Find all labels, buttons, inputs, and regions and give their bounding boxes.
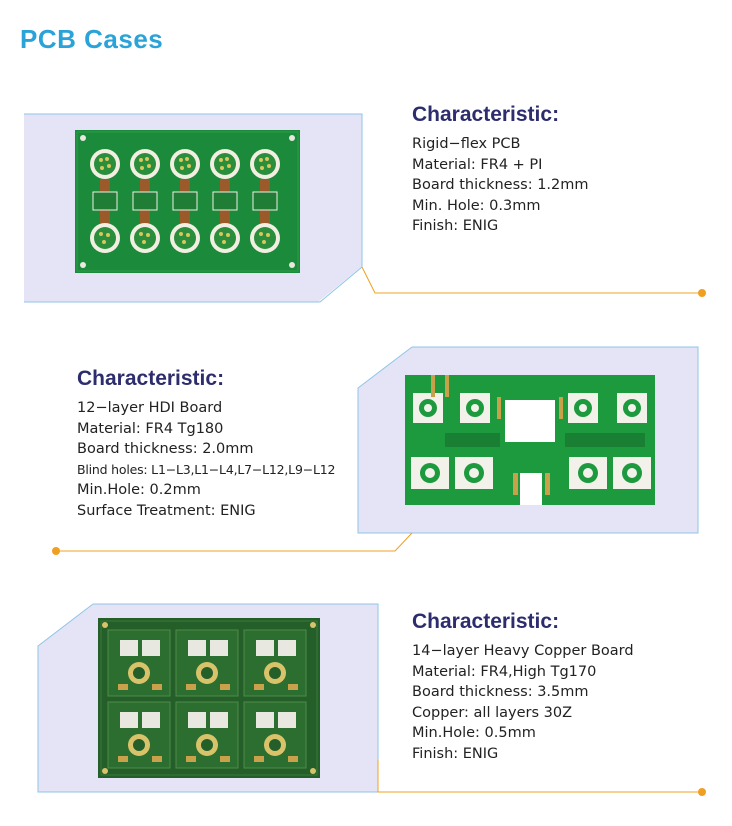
heavy-copper-board-photo <box>98 618 320 778</box>
case-3-spec: Finish: ENIG <box>412 745 499 762</box>
case-3-heading: Characteristic: <box>412 610 560 633</box>
case-2-spec: Board thickness: 2.0mm <box>77 441 254 457</box>
case-1-spec: Min. Hole: 0.3mm <box>412 197 541 214</box>
case-1-spec: Finish: ENIG <box>412 218 499 234</box>
case-1-heading: Characteristic: <box>412 103 560 126</box>
page-title: PCB Cases <box>20 24 164 54</box>
case-1-spec-list: Rigid−flex PCB Material: FR4 + PI Board … <box>412 134 589 237</box>
case-2-spec: 12−layer HDI Board <box>77 400 223 416</box>
case-3-spec: Min.Hole: 0.5mm <box>412 725 536 741</box>
rigid-flex-pcb-photo <box>75 130 300 273</box>
case-3-spec-list: 14−layer Heavy Copper Board Material: FR… <box>412 641 634 764</box>
case-3-spec: Material: FR4,High Tg170 <box>412 663 597 680</box>
case-3-spec: 14−layer Heavy Copper Board <box>412 643 634 659</box>
case-1-spec: Board thickness: 1.2mm <box>412 177 589 193</box>
case-2-spec: Material: FR4 Tg180 <box>77 420 224 437</box>
case-1-spec: Rigid−flex PCB <box>412 136 521 152</box>
case-2-spec: Surface Treatment: ENIG <box>77 502 256 519</box>
case-2-spec: Min.Hole: 0.2mm <box>77 482 201 498</box>
case-3-spec: Board thickness: 3.5mm <box>412 684 589 700</box>
case-3-spec: Copper: all layers 30Z <box>412 704 573 721</box>
case-1-spec: Material: FR4 + PI <box>412 156 543 173</box>
case-2-spec-list: 12−layer HDI Board Material: FR4 Tg180 B… <box>77 398 335 521</box>
hdi-board-photo <box>405 375 655 505</box>
case-2-heading: Characteristic: <box>77 367 225 390</box>
case-2-spec: Blind holes: L1−L3,L1−L4,L7−L12,L9−L12 <box>77 461 336 477</box>
